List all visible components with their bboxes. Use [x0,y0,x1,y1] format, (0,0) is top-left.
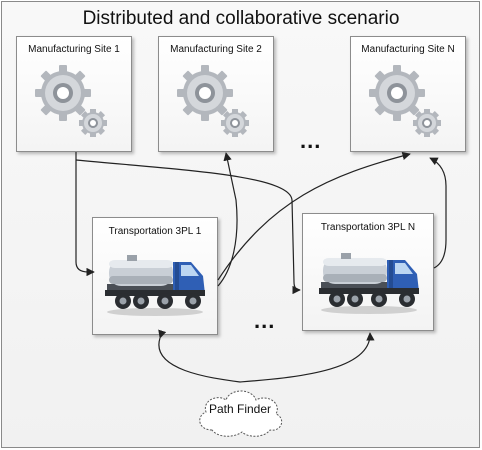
arrow-3pln-to-siten [429,157,447,269]
arrow-3pl1-to-siten [217,151,411,281]
transport-label: Transportation 3PL N [320,222,416,233]
diagram-title: Distributed and collaborative scenario [82,8,400,29]
transportation-3pl-1: Transportation 3PL 1 [92,217,218,335]
transportation-3pl-n: Transportation 3PL N [302,213,434,331]
link-pathfinder-3pln [239,332,375,383]
site-label: Manufacturing Site 2 [170,44,262,55]
site-label: Manufacturing Site N [361,44,455,55]
transports-ellipsis: ... [254,308,276,333]
manufacturing-site-2: Manufacturing Site 2 [158,36,274,152]
site-label: Manufacturing Site 1 [28,44,120,55]
arrow-site1-to-3pl1 [75,152,95,277]
manufacturing-site-1: Manufacturing Site 1 [16,36,132,152]
path-finder-cloud: Path Finder [190,380,290,440]
manufacturing-site-n: Manufacturing Site N [350,36,466,152]
arrow-site1-to-3pln [75,159,301,295]
link-pathfinder-3pl1 [158,329,241,383]
cloud-icon [199,390,283,437]
sites-ellipsis: ... [300,128,322,153]
path-finder-label: Path Finder [208,402,272,416]
transport-label: Transportation 3PL 1 [108,226,202,237]
arrow-3pl1-to-site2 [217,152,238,287]
